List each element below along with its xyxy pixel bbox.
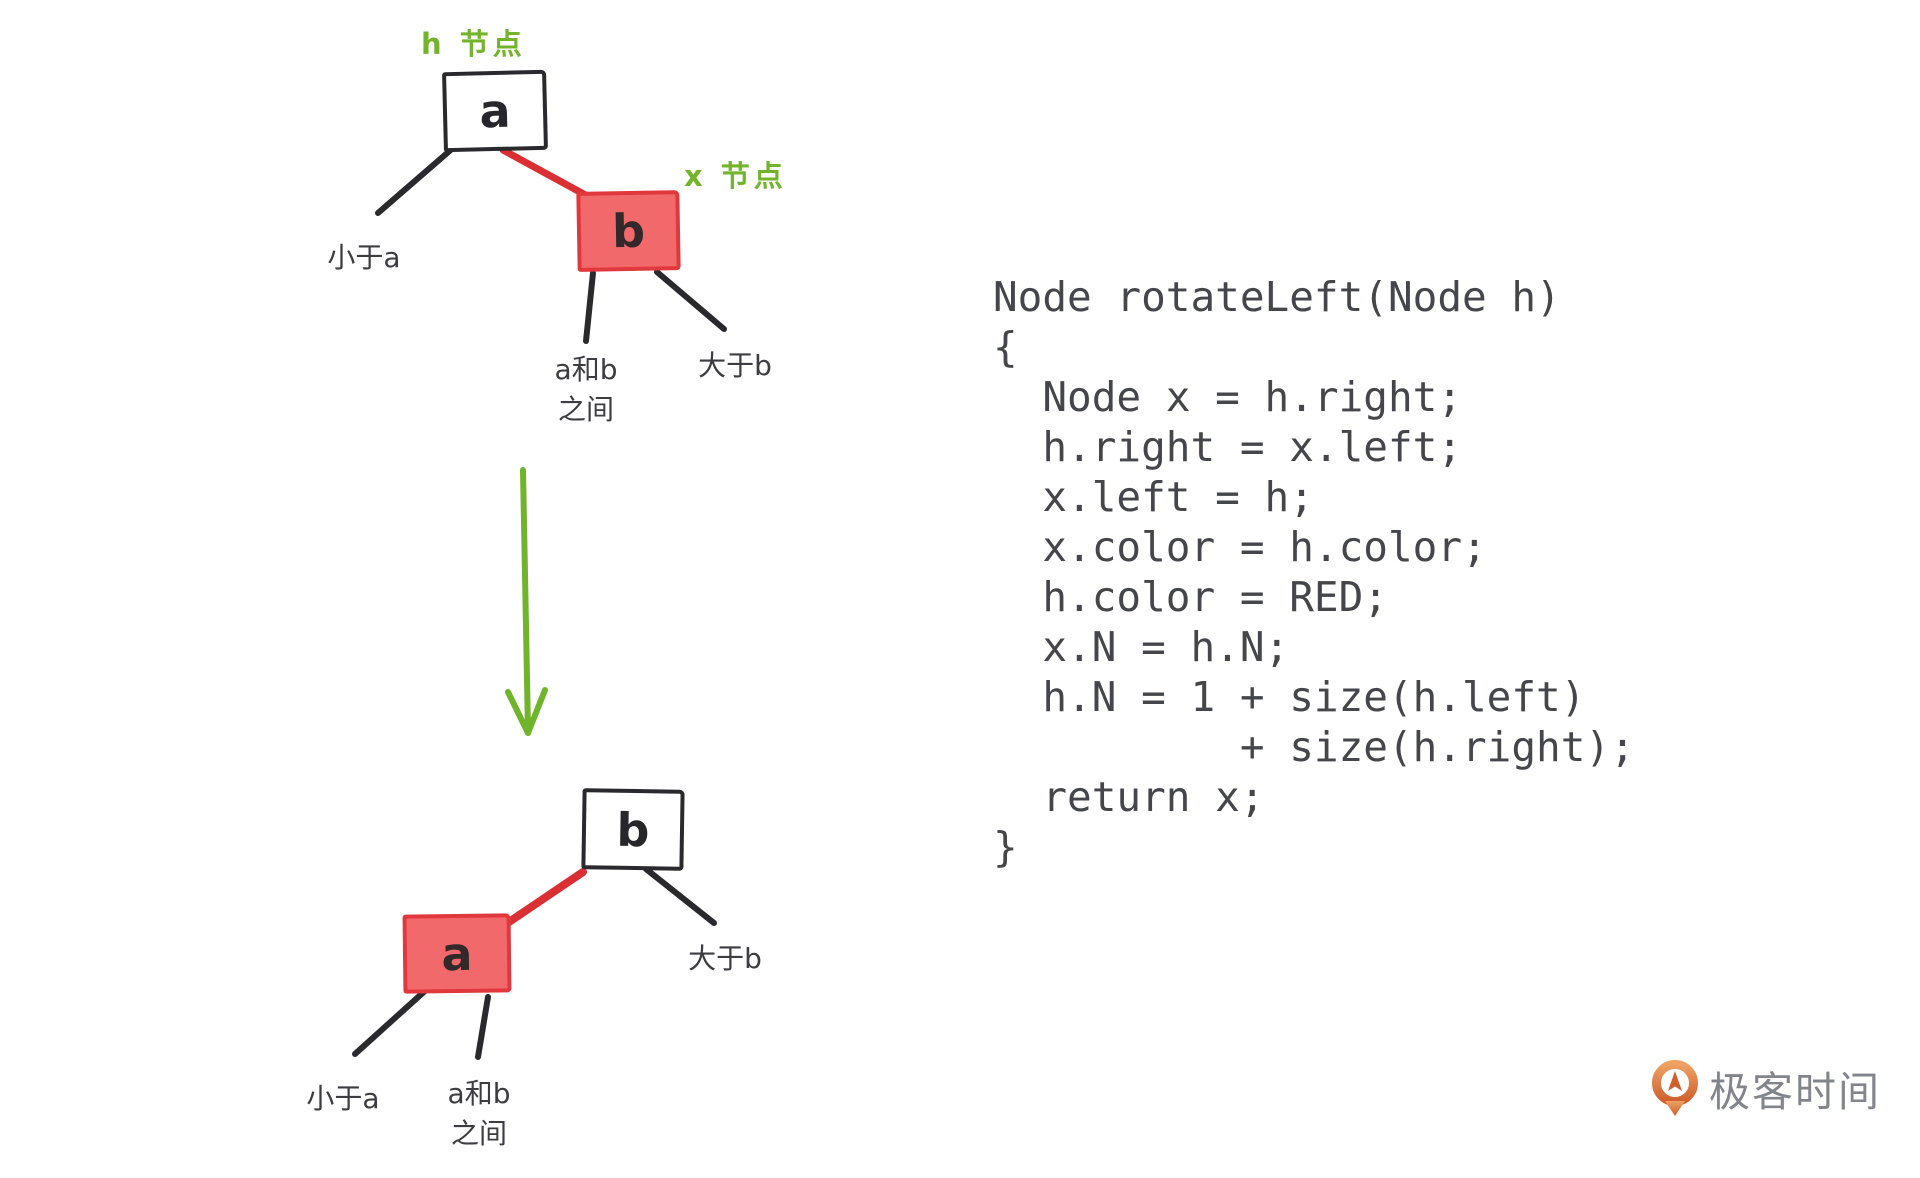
between-line1: a和b (554, 353, 618, 386)
subtree-label-between-a-b-bottom: a和b 之间 (436, 1074, 522, 1154)
rotate-left-code-block: Node rotateLeft(Node h) { Node x = h.rig… (993, 272, 1635, 872)
code-line: Node x = h.right; (993, 373, 1462, 421)
subtree-label-greater-than-b: 大于b (698, 349, 772, 382)
subtree-label-less-than-a-bottom: 小于a (306, 1082, 380, 1115)
geektime-logo: 极客时间 (1650, 1058, 1881, 1118)
node-a-letter: a (478, 83, 512, 139)
between-line1-bottom: a和b (447, 1077, 511, 1110)
code-line: + size(h.right); (993, 723, 1635, 771)
edge-a-b-red (499, 146, 595, 202)
subtree-label-greater-than-b-bottom: 大于b (688, 942, 762, 975)
code-line: x.color = h.color; (993, 523, 1487, 571)
geektime-logo-text: 极客时间 (1709, 1068, 1881, 1116)
code-line: } (993, 823, 1018, 871)
node-box-b-bottom: b (581, 788, 685, 871)
code-line: x.left = h; (993, 473, 1314, 521)
code-line: x.N = h.N; (993, 623, 1290, 671)
pointer-label-h: h 节点 (421, 27, 526, 61)
node-box-b-top-red: b (576, 190, 681, 272)
down-arrow (505, 467, 548, 736)
code-line: h.color = RED; (993, 573, 1388, 621)
edge-a-leftchild-bottom (352, 987, 429, 1057)
edge-b-rightchild-bottom (643, 866, 717, 926)
code-line: { (993, 323, 1018, 371)
geektime-logo-icon (1652, 1059, 1698, 1116)
code-line: Node rotateLeft(Node h) (993, 273, 1561, 321)
node-a-letter-bottom: a (441, 926, 473, 981)
code-line: h.right = x.left; (993, 423, 1462, 471)
edge-b-rightchild (654, 269, 727, 332)
node-box-a-top: a (442, 69, 548, 153)
node-b-letter-bottom: b (616, 802, 650, 857)
code-line: h.N = 1 + size(h.left) (993, 673, 1586, 721)
subtree-label-between-a-b: a和b 之间 (543, 350, 629, 430)
edge-a-leftchild (375, 145, 456, 216)
edge-b-middlechild (583, 270, 596, 344)
pointer-label-x: x 节点 (684, 159, 787, 193)
between-line2: 之间 (557, 393, 614, 426)
node-b-letter: b (611, 203, 646, 259)
between-line2-bottom: 之间 (450, 1117, 507, 1150)
code-line: return x; (993, 773, 1265, 821)
edge-b-a-red (502, 868, 587, 928)
subtree-label-less-than-a: 小于a (327, 241, 401, 274)
edge-a-middlechild-bottom (475, 994, 491, 1060)
node-box-a-bottom-red: a (402, 913, 512, 994)
